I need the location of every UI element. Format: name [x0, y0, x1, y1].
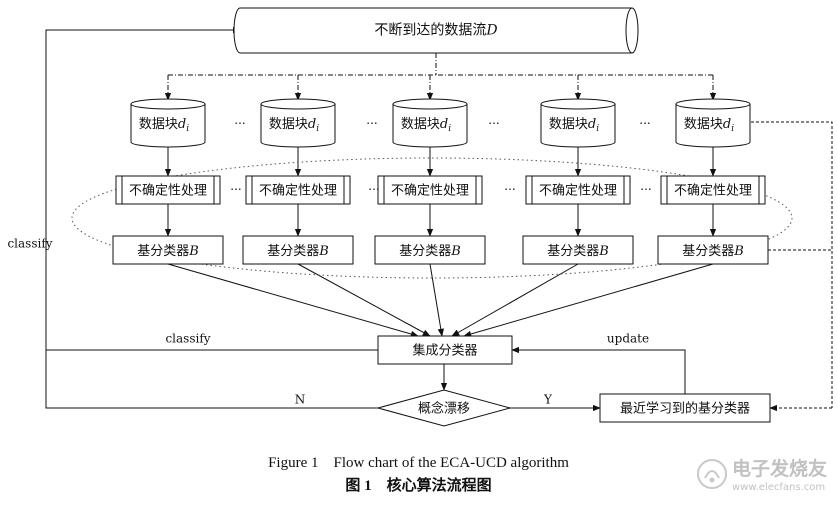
edge-classify-outer-label: classify — [7, 237, 52, 251]
data-chunk-cylinder-4 — [675, 98, 751, 148]
base-classifier-label-2: 基分类器B — [399, 244, 461, 259]
data-chunk-cylinder-3 — [540, 98, 616, 148]
base-classifier-box-3 — [522, 235, 634, 265]
base-to-ensemble-arrow-4 — [463, 263, 714, 338]
data-chunk-cylinder-2 — [392, 98, 468, 148]
uncertainty-label-2: 不确定性处理 — [391, 184, 469, 199]
edge-no-label: N — [295, 393, 306, 407]
last-chunk-dashed-line — [751, 121, 833, 408]
watermark: 电子发烧友 www.elecfans.com — [692, 452, 832, 502]
base-classifier-label-0: 基分类器B — [137, 244, 199, 259]
ellipsis-5: ··· — [368, 183, 379, 197]
ellipsis-0: ··· — [234, 117, 245, 131]
edge-update-label: update — [607, 332, 649, 346]
data-chunk-label-3: 数据块di — [549, 117, 599, 134]
data-chunk-label-2: 数据块di — [401, 117, 451, 134]
caption-english: Figure 1 Flow chart of the ECA-UCD algor… — [268, 455, 569, 471]
base-classifier-box-1 — [242, 235, 354, 265]
uncertainty-label-0: 不确定性处理 — [129, 184, 207, 199]
ellipsis-6: ··· — [504, 183, 515, 197]
data-chunk-cylinder-0 — [130, 98, 206, 148]
base-classifier-box-2 — [374, 235, 486, 265]
edge-yes-label: Y — [543, 393, 553, 407]
ellipsis-7: ··· — [640, 183, 651, 197]
data-chunk-label-0: 数据块di — [139, 117, 189, 134]
ellipsis-1: ··· — [366, 117, 377, 131]
uncertainty-label-4: 不确定性处理 — [674, 184, 752, 199]
ellipsis-3: ··· — [639, 117, 650, 131]
base-classifier-box-0 — [112, 235, 224, 265]
data-chunk-label-1: 数据块di — [269, 117, 319, 134]
base-classifier-label-1: 基分类器B — [267, 244, 329, 259]
edge-classify-inner-label: classify — [165, 332, 210, 346]
uncertainty-box-0 — [115, 175, 221, 205]
uncertainty-box-3 — [525, 175, 631, 205]
concept-drift-diamond — [376, 389, 512, 427]
uncertainty-label-1: 不确定性处理 — [259, 184, 337, 199]
base-to-ensemble-arrow-0 — [167, 263, 419, 338]
update-arrow — [511, 346, 686, 394]
base-to-ensemble-arrow-1 — [297, 263, 431, 337]
caption-chinese: 图 1 核心算法流程图 — [345, 478, 492, 494]
base-classifier-label-3: 基分类器B — [547, 244, 609, 259]
concept-drift-label: 概念漂移 — [418, 401, 470, 417]
uncertainty-label-3: 不确定性处理 — [539, 184, 617, 199]
ensemble-classifier-label: 集成分类器 — [412, 343, 477, 359]
elecfans-logo-icon — [697, 459, 727, 489]
data-stream-label: 不断到达的数据流D — [374, 23, 497, 39]
data-chunk-label-4: 数据块di — [684, 117, 734, 134]
classify-loop-arrow — [45, 26, 378, 409]
ensemble-classifier-box — [377, 335, 513, 365]
base-to-ensemble-arrow-3 — [451, 263, 579, 337]
watermark-title: 电子发烧友 — [732, 458, 828, 480]
uncertainty-box-1 — [245, 175, 351, 205]
ellipsis-4: ··· — [230, 183, 241, 197]
uncertainty-box-2 — [377, 175, 483, 205]
ellipsis-2: ··· — [488, 117, 499, 131]
data-chunk-cylinder-1 — [260, 98, 336, 148]
base-classifier-label-4: 基分类器B — [682, 244, 744, 259]
recent-classifier-label: 最近学习到的基分类器 — [620, 401, 750, 417]
uncertainty-box-4 — [660, 175, 766, 205]
base-to-ensemble-arrow-2 — [429, 263, 444, 337]
watermark-url: www.elecfans.com — [732, 482, 826, 493]
processing-group-ellipse — [71, 157, 793, 279]
base-classifier-box-4 — [657, 235, 769, 265]
recent-classifier-box — [599, 393, 771, 423]
